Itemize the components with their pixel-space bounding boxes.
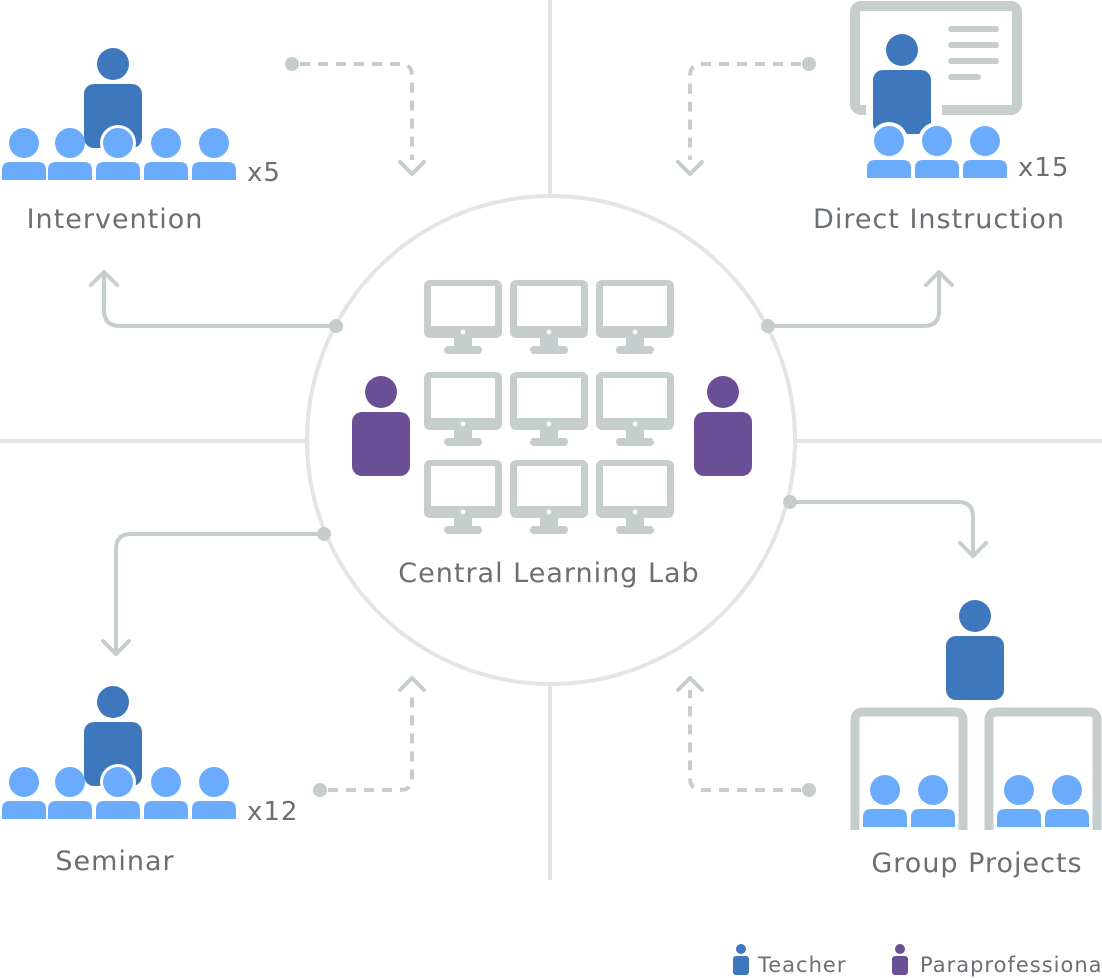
- quadrant-label: Direct Instruction: [813, 204, 1065, 235]
- connector-intervention-inbound: [285, 57, 426, 176]
- arrow-down-icon: [676, 160, 704, 176]
- quadrant-label: Seminar: [55, 846, 174, 877]
- teacher-legend-icon: [733, 944, 749, 975]
- quadrant-intervention: x5 Intervention: [2, 48, 281, 235]
- dashed-path: [328, 690, 414, 792]
- connector-dot: [285, 57, 299, 71]
- connector-direct-instruction-outbound: [761, 270, 954, 333]
- solid-path: [102, 270, 338, 328]
- class-count: x5: [247, 158, 281, 188]
- connector-group-projects-inbound: [676, 676, 816, 797]
- student-group: [867, 122, 1007, 178]
- quadrant-label: Group Projects: [871, 848, 1082, 879]
- quadrant-seminar: x12 Seminar: [2, 686, 298, 877]
- arrow-up-icon: [924, 270, 954, 287]
- arrow-down-icon: [101, 639, 131, 656]
- dashed-path: [300, 62, 414, 160]
- quadrant-group-projects: Group Projects: [850, 600, 1102, 879]
- arrow-down-icon: [958, 541, 988, 558]
- student-group: [2, 764, 236, 819]
- student-icon: [1045, 775, 1089, 827]
- dashed-path: [688, 62, 801, 160]
- student-icon: [192, 767, 236, 819]
- class-count: x15: [1018, 153, 1069, 183]
- legend-item-teacher: Teacher: [733, 944, 846, 977]
- student-icon: [2, 767, 46, 819]
- solid-path: [114, 532, 326, 656]
- student-icon: [963, 126, 1007, 178]
- paraprofessional-legend-icon: [892, 944, 908, 975]
- solid-path: [788, 500, 975, 558]
- connector-group-projects-outbound: [783, 495, 988, 558]
- class-count: x12: [247, 797, 298, 827]
- computer-grid: [424, 280, 674, 534]
- student-icon: [997, 775, 1041, 827]
- legend-item-paraprofessional: Paraprofessional: [892, 944, 1102, 977]
- arrow-down-icon: [398, 160, 426, 176]
- quadrant-direct-instruction: x15 Direct Instruction: [813, 1, 1069, 235]
- arrow-up-icon: [398, 676, 426, 692]
- legend: Teacher Paraprofessional: [733, 944, 1102, 977]
- connector-dot: [313, 783, 327, 797]
- student-icon: [192, 128, 236, 180]
- quadrant-label: Intervention: [27, 204, 204, 235]
- student-icon: [144, 767, 188, 819]
- legend-label: Paraprofessional: [920, 953, 1102, 977]
- teacher-icon: [873, 34, 931, 134]
- group-table: [984, 707, 1102, 830]
- solid-path: [766, 270, 941, 328]
- arrow-up-icon: [89, 270, 119, 287]
- student-icon: [911, 775, 955, 827]
- connector-intervention-outbound: [89, 270, 343, 333]
- student-icon: [2, 128, 46, 180]
- student-group: [2, 125, 236, 180]
- student-icon: [144, 128, 188, 180]
- connector-seminar-outbound: [101, 527, 331, 656]
- group-table: [850, 707, 968, 830]
- dashed-path: [688, 690, 801, 792]
- student-icon: [863, 775, 907, 827]
- arrow-up-icon: [676, 676, 704, 692]
- connector-dot: [802, 783, 816, 797]
- connector-direct-instruction-inbound: [676, 57, 816, 176]
- center-label: Central Learning Lab: [398, 558, 699, 589]
- connector-seminar-inbound: [313, 676, 426, 797]
- teacher-icon: [946, 600, 1004, 700]
- connector-dot: [802, 57, 816, 71]
- quadrant-dividers: [0, 0, 1102, 880]
- legend-label: Teacher: [757, 953, 846, 977]
